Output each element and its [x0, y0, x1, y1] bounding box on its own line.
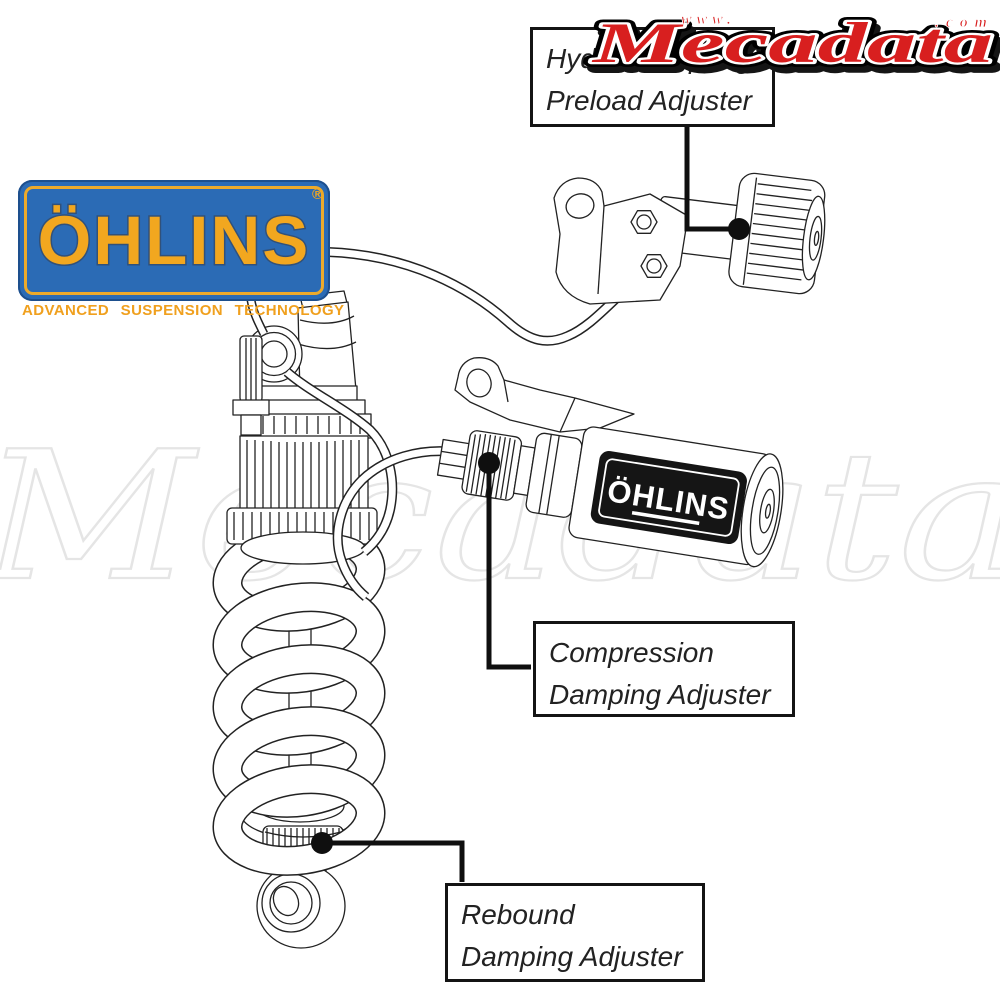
- callout-line-rebound: [326, 840, 465, 882]
- coil-spring: [212, 520, 386, 876]
- registered-mark: ®: [311, 186, 323, 203]
- ohlins-tagline: ADVANCED SUSPENSION TECHNOLOGY: [22, 302, 345, 319]
- ohlins-logo-wordmark: ÖHLINS: [36, 201, 311, 281]
- mecadata-logo: Mecadata Mecadata Mecadata Mecadata www.…: [586, 7, 1000, 82]
- mecadata-com: .com: [935, 14, 987, 31]
- svg-text:Mecadata: Mecadata: [591, 12, 993, 75]
- callout-dot-rebound: [311, 832, 333, 854]
- callout-connectors: [326, 127, 734, 882]
- callout-box-preload: Hydraulic Spring Preload Adjuster: [530, 27, 775, 127]
- ohlins-logo: ÖHLINS ®: [18, 180, 330, 301]
- preload-adjuster-assembly: [553, 172, 826, 305]
- callout-text: Compression: [549, 637, 714, 668]
- reservoir-end-cap: [740, 453, 784, 568]
- callout-text: Hydraulic Spring: [546, 43, 752, 74]
- callout-line-preload: [684, 127, 734, 232]
- callout-dot-preload: [728, 218, 750, 240]
- reservoir-bracket: [454, 357, 635, 433]
- callout-text: Rebound: [461, 899, 575, 930]
- callout-text: Damping Adjuster: [461, 941, 683, 972]
- callout-line-compression: [486, 466, 531, 670]
- callout-box-compression: Compression Damping Adjuster: [533, 621, 795, 717]
- preload-hose-fitting: [232, 299, 270, 436]
- bracket-bolt: [640, 254, 668, 278]
- mecadata-shadow: Mecadata: [595, 18, 997, 81]
- callout-text: Damping Adjuster: [549, 679, 771, 710]
- mecadata-wordmark: Mecadata: [591, 12, 993, 75]
- preload-bracket: [553, 177, 689, 305]
- preload-adjuster-knob: [728, 172, 826, 295]
- ohlins-logo-frame: [24, 186, 324, 295]
- callout-dot-compression: [478, 452, 500, 474]
- svg-text:ÖHLINS: ÖHLINS: [38, 202, 311, 279]
- hydraulic-hose-reservoir: [283, 368, 456, 601]
- shock-absorber-illustration: ÖHLINS: [212, 172, 826, 949]
- mecadata-outline: Mecadata: [591, 12, 993, 75]
- bracket-bolt: [630, 210, 658, 234]
- piggyback-reservoir: ÖHLINS: [436, 426, 784, 568]
- reservoir-ohlins-label: ÖHLINS: [590, 451, 747, 545]
- callout-text: Preload Adjuster: [546, 85, 752, 116]
- callout-box-rebound: Rebound Damping Adjuster: [445, 883, 705, 982]
- callout-dots: [311, 218, 750, 854]
